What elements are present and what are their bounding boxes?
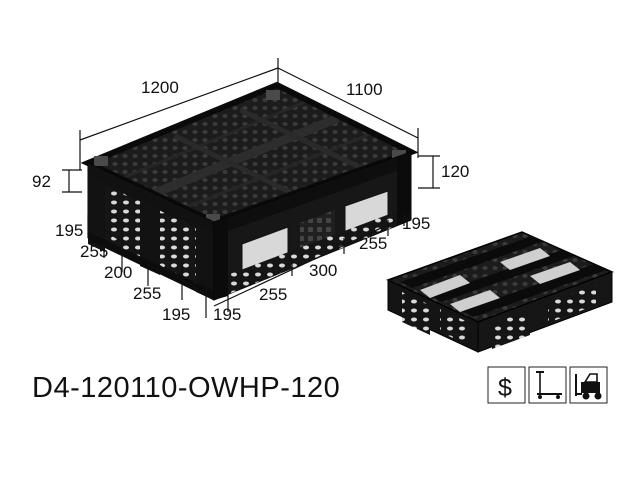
total-height-label: 120 (441, 162, 469, 181)
front-right-segment-4: 255 (359, 234, 387, 253)
dimension-lines (62, 58, 440, 318)
main-pallet-image (80, 81, 419, 301)
forklift-icon (569, 366, 608, 404)
front-left-segment-1: 195 (55, 221, 83, 240)
front-right-segment-5: 195 (402, 214, 430, 233)
front-right-segment-1: 195 (213, 305, 241, 324)
front-left-segment-2: 255 (80, 242, 108, 261)
length-label: 1200 (141, 78, 179, 97)
bottom-view-pallet-image (386, 231, 614, 353)
model-code: D4-120110-OWHP-120 (32, 372, 341, 404)
svg-text:$: $ (498, 374, 512, 402)
front-left-segment-4: 255 (133, 284, 161, 303)
width-label: 1100 (346, 80, 383, 99)
front-right-segment-3: 300 (309, 261, 337, 280)
dollar-icon: $ (487, 366, 526, 404)
front-right-segment-2: 255 (259, 285, 287, 304)
front-left-segment-5: 195 (162, 305, 190, 324)
pallet-jack-icon (528, 366, 567, 404)
dimension-labels: 1200 1100 92 120 195 255 200 255 195 195… (32, 78, 469, 324)
deck-height-label: 92 (32, 172, 51, 191)
front-left-segment-3: 200 (104, 263, 132, 282)
